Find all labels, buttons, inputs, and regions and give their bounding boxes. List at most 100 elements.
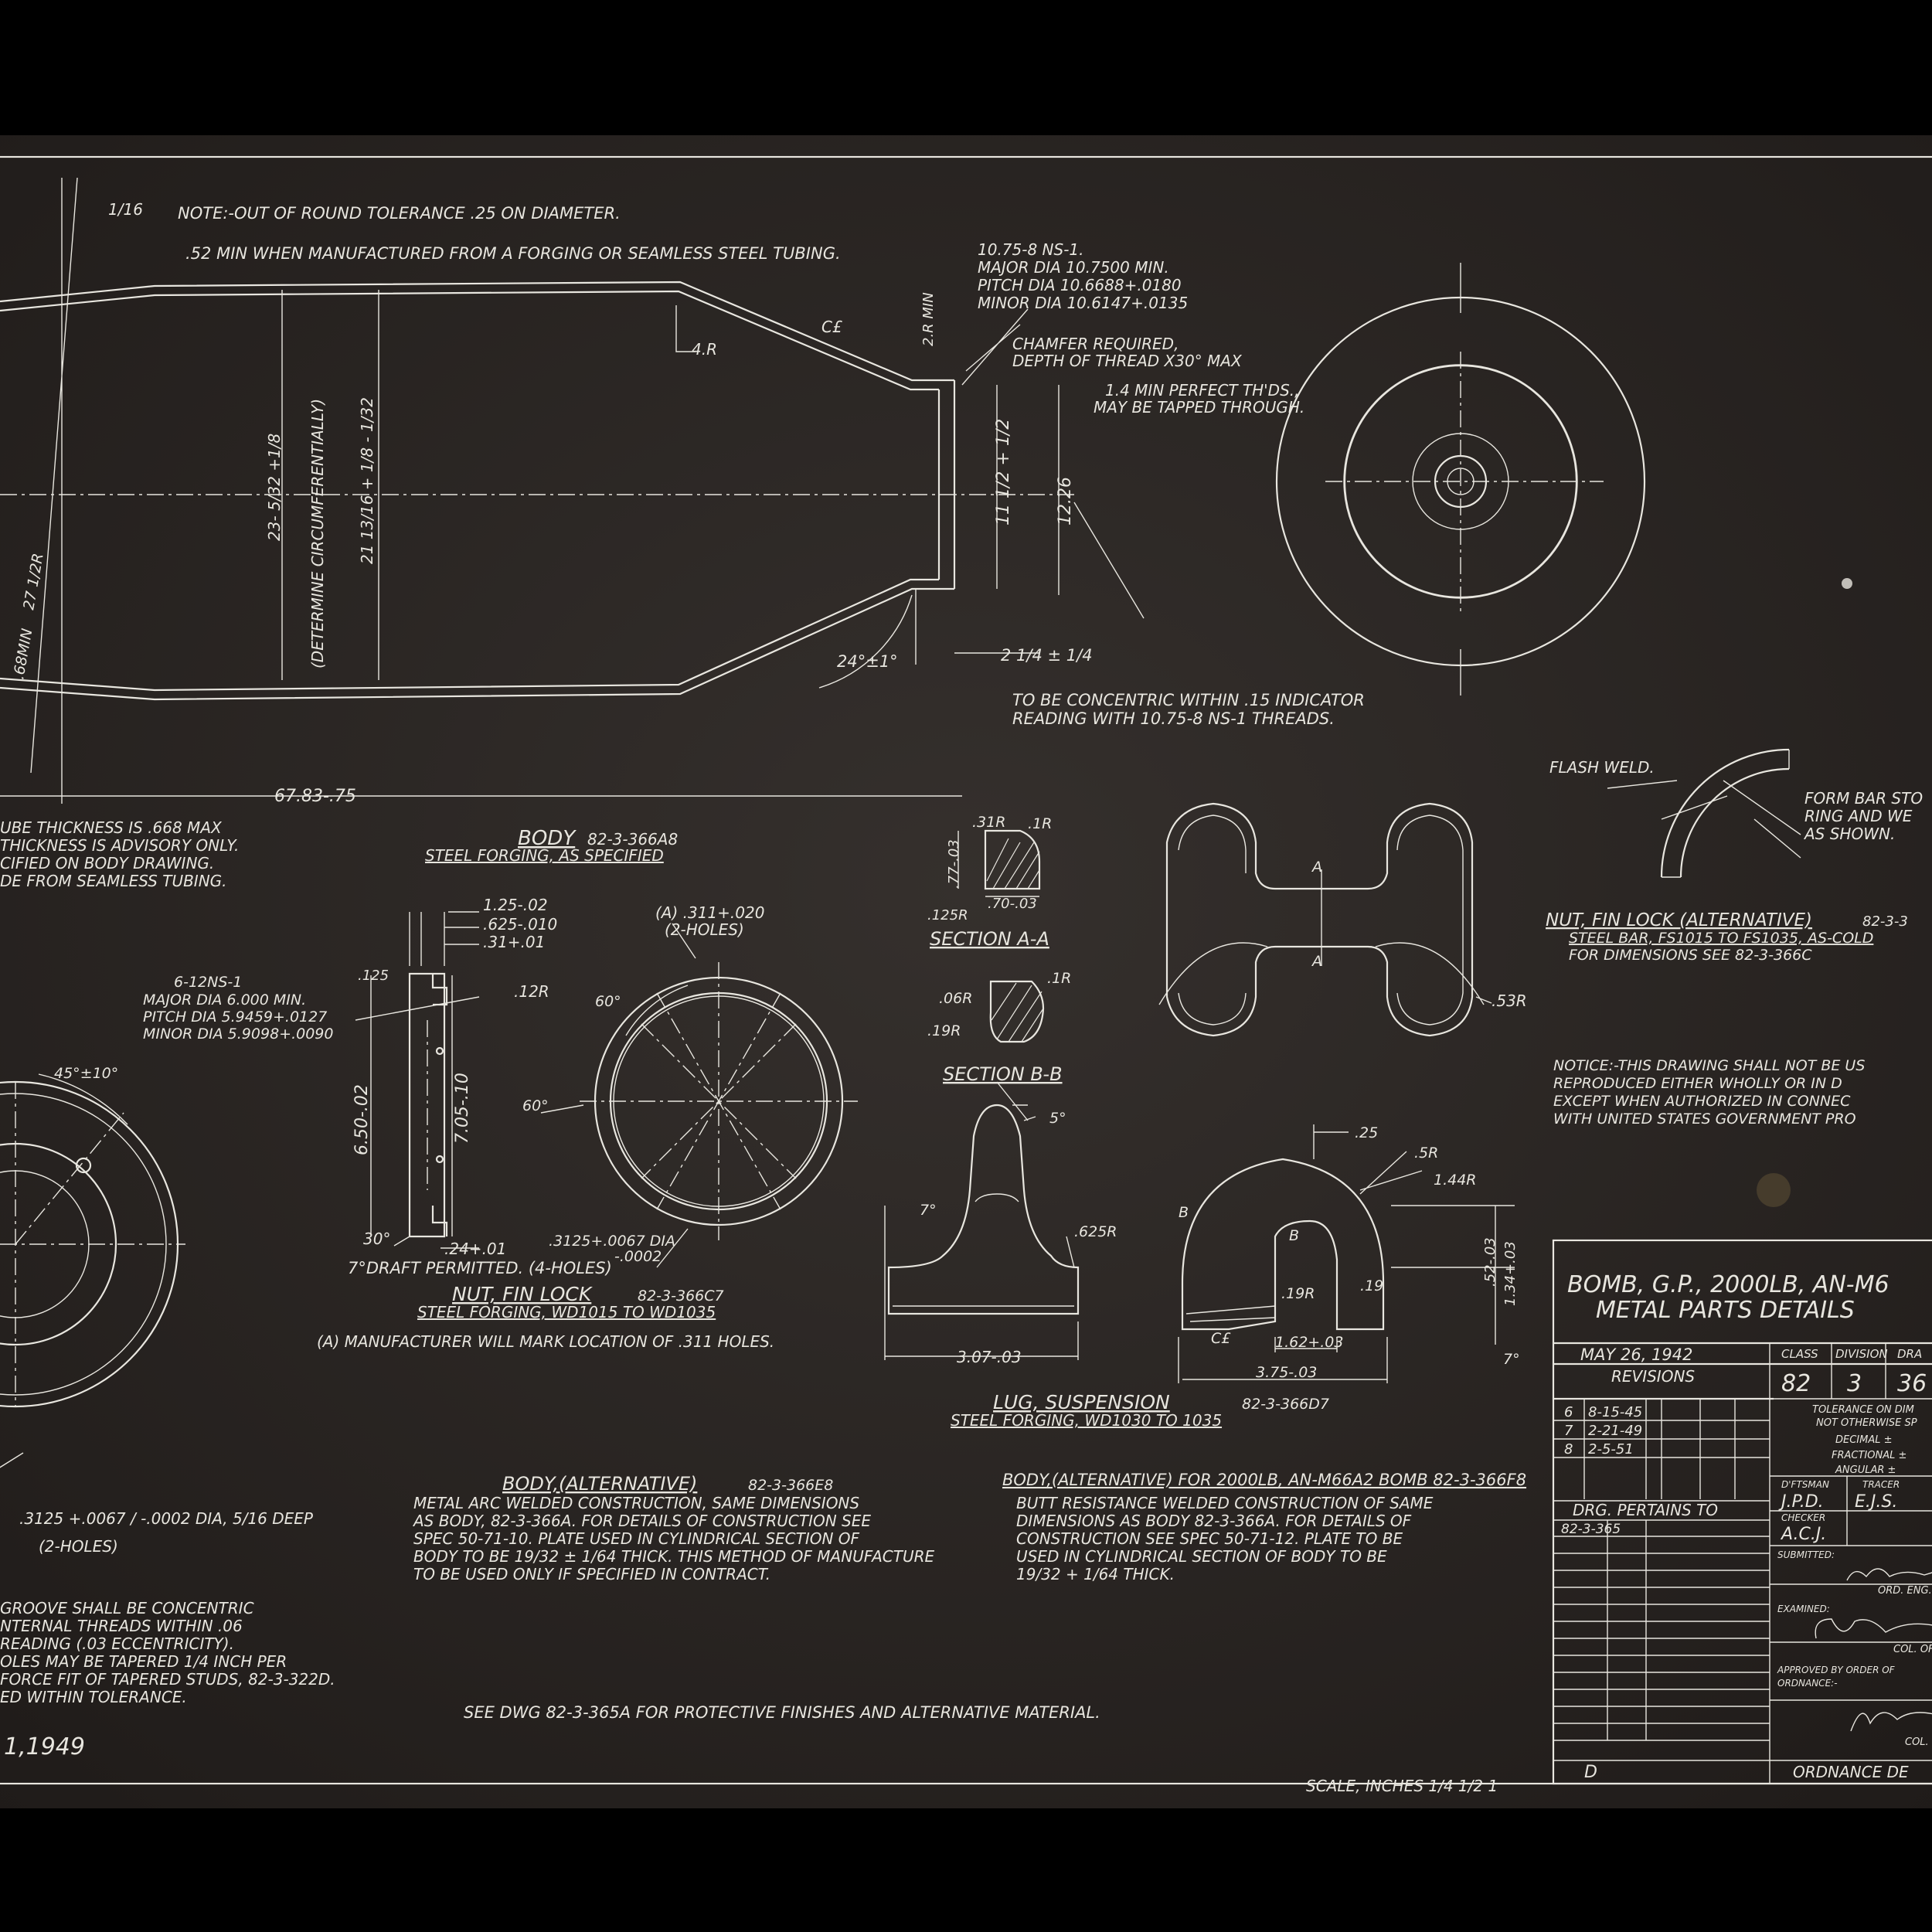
tube-note: DE FROM SEAMLESS TUBING. xyxy=(0,872,227,890)
lug2-375: 3.75-.03 xyxy=(1256,1364,1317,1381)
note-min-forging: .52 MIN WHEN MANUFACTURED FROM A FORGING… xyxy=(185,244,841,263)
signature-approved xyxy=(1850,1712,1932,1732)
lug-625r: .625R xyxy=(1074,1223,1117,1240)
dra-value: 36 xyxy=(1897,1370,1927,1397)
nut-12r: .12R xyxy=(514,982,549,1001)
tube-note: UBE THICKNESS IS .668 MAX xyxy=(0,818,223,837)
lug2-7deg: 7° xyxy=(1503,1351,1520,1368)
tolerance-angular: ANGULAR ± xyxy=(1835,1464,1896,1476)
alt2-line: BUTT RESISTANCE WELDED CONSTRUCTION OF S… xyxy=(1016,1494,1434,1512)
dftsman-value: J.P.D. xyxy=(1778,1492,1824,1512)
nut-705: 7.05-.10 xyxy=(453,1073,472,1144)
division-header: DIVISION xyxy=(1835,1347,1888,1361)
section-a-a-drawing xyxy=(957,829,1041,897)
tolerance-header: TOLERANCE ON DIM xyxy=(1812,1404,1914,1416)
nut-alt-sub: STEEL BAR, FS1015 TO FS1035, AS-COLD xyxy=(1569,930,1873,947)
paper-stain xyxy=(1842,578,1852,589)
title-line-2: METAL PARTS DETAILS xyxy=(1596,1297,1855,1324)
paper-stain xyxy=(1757,1173,1791,1207)
groove-note-line: GROOVE SHALL BE CONCENTRIC xyxy=(0,1599,254,1617)
lug2-25: .25 xyxy=(1355,1124,1378,1141)
groove-note-line: FORCE FIT OF TAPERED STUDS, 82-3-322D. xyxy=(0,1670,335,1689)
nut-311: (A) .311+.020 xyxy=(655,903,764,922)
nut-0002: -.0002 xyxy=(614,1248,662,1265)
form-bar-note: RING AND WE xyxy=(1804,807,1913,825)
nut-60b: 60° xyxy=(522,1097,549,1114)
pertains-label: DRG. PERTAINS TO xyxy=(1573,1501,1718,1519)
sec-a-1r: .1R xyxy=(1028,815,1052,832)
lug-7deg: 7° xyxy=(920,1202,937,1219)
lug-307: 3.07-.03 xyxy=(957,1348,1022,1366)
alt1-line: AS BODY, 82-3-366A. FOR DETAILS OF CONST… xyxy=(412,1512,871,1530)
lug2-cl: C£ xyxy=(1211,1330,1231,1347)
ordnance-label: ORDNANCE:- xyxy=(1777,1678,1838,1689)
body-caption-num: 82-3-366A8 xyxy=(587,830,678,849)
lug-top-view xyxy=(1158,802,1492,1037)
nut-3125: .3125+.0067 DIA xyxy=(549,1233,675,1250)
nut-thread-spec: 6-12NS-1 MAJOR DIA 6.000 MIN. PITCH DIA … xyxy=(143,974,333,1043)
sec-a-125r: .125R xyxy=(927,907,968,923)
lug-5deg: 5° xyxy=(1049,1110,1066,1127)
sec-b-19r: .19R xyxy=(927,1022,961,1039)
nut-caption-sub: STEEL FORGING, WD1015 TO WD1035 xyxy=(417,1303,716,1321)
rev-date: 2-5-51 xyxy=(1588,1441,1634,1458)
thread-spec-line: MAJOR DIA 10.7500 MIN. xyxy=(978,258,1169,277)
dim-11: 11 1/2 + 1/2 xyxy=(994,419,1013,526)
division-value: 3 xyxy=(1847,1370,1862,1397)
nut-alt-num: 82-3-3 xyxy=(1862,913,1908,930)
lug2-5r: .5R xyxy=(1414,1145,1438,1162)
nut-caption-title: NUT, FIN LOCK xyxy=(452,1283,594,1305)
lug-53r: .53R xyxy=(1492,992,1527,1010)
nut-24: .24+.01 xyxy=(444,1240,506,1258)
ordnance-dept: ORDNANCE DE xyxy=(1793,1763,1909,1781)
alt1-line: TO BE USED ONLY IF SPECIFIED IN CONTRACT… xyxy=(413,1565,770,1583)
lug-side-view-a xyxy=(884,1081,1080,1360)
alt1-line: BODY TO BE 19/32 ± 1/64 THICK. THIS METH… xyxy=(413,1547,935,1566)
sec-a-31r: .31R xyxy=(972,814,1005,831)
alt1-line: SPEC 50-71-10. PLATE USED IN CYLINDRICAL… xyxy=(413,1529,860,1548)
approved-label: APPROVED BY ORDER OF xyxy=(1777,1665,1896,1675)
signature-examined xyxy=(1815,1618,1932,1639)
nut-caption-num: 82-3-366C7 xyxy=(638,1287,724,1304)
small-holes-note: .3125 +.0067 / -.0002 DIA, 5/16 DEEP xyxy=(19,1509,314,1528)
notice-line: NOTICE:-THIS DRAWING SHALL NOT BE US xyxy=(1553,1057,1865,1074)
finishes-note: SEE DWG 82-3-365A FOR PROTECTIVE FINISHE… xyxy=(464,1703,1100,1722)
section-a-a-caption: SECTION A-A xyxy=(930,928,1049,950)
alt1-num: 82-3-366E8 xyxy=(748,1477,833,1494)
body-profile-drawing xyxy=(0,177,1145,804)
dim-1-16: 1/16 xyxy=(108,200,143,219)
section-mark-a: A xyxy=(1311,859,1322,876)
rev-number: 7 xyxy=(1564,1423,1573,1439)
tube-note: THICKNESS IS ADVISORY ONLY. xyxy=(0,836,239,855)
note-round-tol: NOTE:-OUT OF ROUND TOLERANCE .25 ON DIAM… xyxy=(178,204,621,223)
alt2-line: CONSTRUCTION SEE SPEC 50-71-12. PLATE TO… xyxy=(1016,1529,1403,1548)
dim-23: 23- 5/32 +1/8 xyxy=(265,434,284,541)
alt2-title: BODY,(ALTERNATIVE) FOR 2000LB, AN-M66A2 … xyxy=(1002,1471,1526,1489)
border xyxy=(0,155,1932,1785)
class-header: CLASS xyxy=(1781,1347,1818,1361)
section-mark-a: A xyxy=(1311,953,1322,970)
rev-date: 2-21-49 xyxy=(1588,1423,1642,1439)
pertains-value: 82-3-365 xyxy=(1561,1522,1621,1537)
lug2-162: 1.62+.03 xyxy=(1275,1334,1343,1351)
mark-holes-note: (A) MANUFACTURER WILL MARK LOCATION OF .… xyxy=(317,1332,774,1351)
tolerance-fractional: FRACTIONAL ± xyxy=(1832,1450,1906,1461)
paper xyxy=(0,135,1932,1808)
end-plate-view xyxy=(0,1073,185,1468)
ord-eng-label: ORD. ENG. OR xyxy=(1878,1585,1932,1597)
lug2-19r: .19R xyxy=(1281,1285,1315,1302)
submitted-label: SUBMITTED: xyxy=(1777,1549,1835,1560)
form-bar-note: FORM BAR STO xyxy=(1804,789,1923,808)
note-concentric: READING WITH 10.75-8 NS-1 THREADS. xyxy=(1012,709,1335,728)
dim-1226: 12.26 xyxy=(1056,477,1075,526)
body-caption-title: BODY xyxy=(518,827,577,850)
dim-circ: (DETERMINE CIRCUMFERENTIALLY) xyxy=(308,399,327,668)
lug-side-view-b xyxy=(1178,1124,1515,1383)
note-perfect-threads: 1.4 MIN PERFECT TH'DS., xyxy=(1105,381,1299,400)
examined-label: EXAMINED: xyxy=(1777,1604,1830,1614)
notice-line: EXCEPT WHEN AUTHORIZED IN CONNEC xyxy=(1553,1093,1851,1110)
nut-fin-lock-section xyxy=(355,911,480,1249)
groove-note-line: NTERNAL THREADS WITHIN .06 xyxy=(0,1617,243,1635)
sec-b-1r: .1R xyxy=(1047,970,1071,987)
col-of-label: COL. OF xyxy=(1893,1644,1932,1655)
